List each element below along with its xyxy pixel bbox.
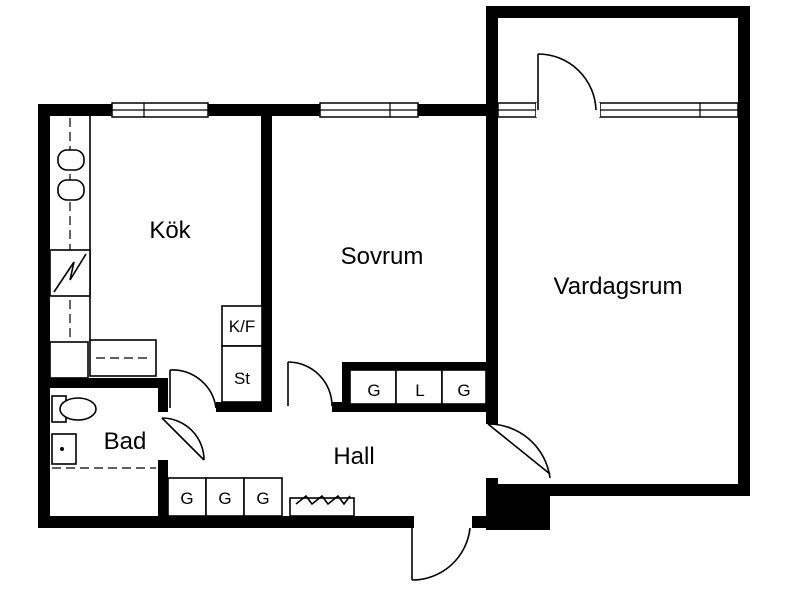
wall-bedroom-closet-top: [342, 362, 488, 370]
exterior-walls: [38, 6, 750, 530]
wall-kitchen-hall-left: [158, 378, 168, 412]
fridge-freezer: K/F: [221, 305, 263, 347]
wall-living-right: [738, 6, 750, 496]
bedroom-closets: G L G: [349, 369, 487, 405]
toilet-icon: [51, 395, 97, 423]
window-icon: [319, 102, 419, 118]
closet-label: G: [256, 489, 269, 508]
window-icon: [599, 102, 739, 118]
electrical-shaft: [486, 484, 550, 530]
closet-label: G: [218, 489, 231, 508]
wall-living-bottom: [486, 484, 750, 496]
closet-cell: [395, 369, 443, 405]
hall-closets: G G G: [167, 477, 283, 517]
door-icon: [169, 369, 217, 409]
door-icon: [287, 361, 333, 407]
broom-closet-label: St: [234, 369, 250, 388]
closet-cell: [441, 369, 487, 405]
dishwasher-icon: [49, 249, 91, 297]
room-label-living-room: Vardagsrum: [554, 273, 683, 300]
wall-kitchen-bedroom: [261, 116, 272, 410]
door-icon: [536, 53, 600, 117]
closet-cell: [243, 477, 283, 517]
closet-cell: [205, 477, 245, 517]
wall-bedroom-closet-left: [342, 362, 350, 410]
wall-left: [38, 104, 50, 528]
window-icon: [497, 102, 537, 118]
sink-icon: [51, 433, 77, 465]
closet-label: L: [415, 381, 424, 400]
room-label-bedroom: Sovrum: [341, 243, 424, 270]
wall-kitchen-hall-right: [216, 402, 272, 412]
closet-label: G: [457, 381, 470, 400]
wall-bedroom-hall-right: [332, 402, 488, 412]
bathroom-fixtures: [51, 395, 156, 469]
shaft-box: [49, 341, 89, 379]
door-icon: [411, 527, 471, 581]
closet-cell: [349, 369, 397, 405]
windows: [111, 102, 739, 118]
room-labels: Kök Sovrum Vardagsrum Bad Hall: [104, 217, 683, 470]
door-icon: [161, 417, 205, 461]
closet-label: G: [180, 489, 193, 508]
radiator-icon: [289, 494, 355, 517]
stove-burner-icon: [57, 149, 85, 201]
kitchen-counter: [49, 116, 157, 377]
wall-bottom-right-stub: [472, 516, 490, 528]
broom-closet: St: [221, 345, 263, 403]
wall-bath-top: [48, 378, 168, 388]
room-label-hall: Hall: [333, 443, 374, 470]
room-label-bathroom: Bad: [104, 428, 147, 455]
door-icon: [487, 423, 551, 479]
closet-label: G: [367, 381, 380, 400]
fridge-freezer-label: K/F: [229, 317, 255, 336]
wall-living-left: [486, 6, 498, 424]
wall-top: [38, 104, 494, 116]
wall-living-top: [486, 6, 750, 18]
room-label-kitchen: Kök: [149, 217, 191, 244]
interior-walls: [48, 116, 488, 520]
wall-bath-right: [158, 460, 168, 520]
wall-bottom-left: [38, 516, 414, 528]
window-icon: [111, 102, 209, 118]
